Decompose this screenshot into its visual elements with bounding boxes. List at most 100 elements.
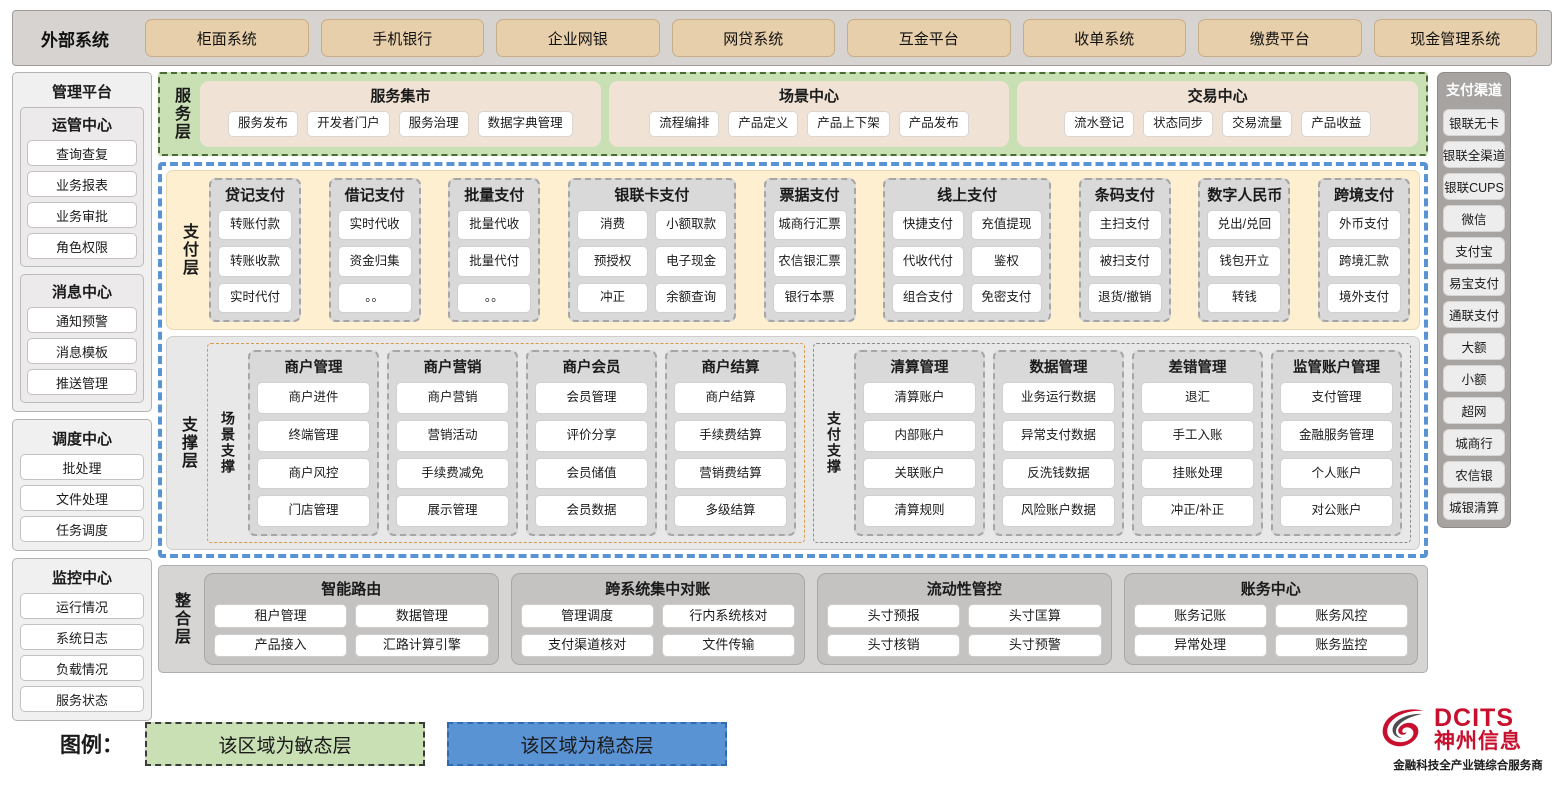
external-system-chip[interactable]: 网贷系统 [671,19,835,57]
payment-item-chip[interactable]: 转钱 [1207,282,1282,313]
support-item-chip[interactable]: 退汇 [1141,382,1254,414]
external-system-chip[interactable]: 收单系统 [1022,19,1186,57]
support-item-chip[interactable]: 支付管理 [1280,382,1393,414]
support-item-chip[interactable]: 金融服务管理 [1280,419,1393,452]
left-leaf-item[interactable]: 运行情况 [20,593,144,619]
payment-item-chip[interactable]: 跨境汇款 [1327,246,1401,277]
payment-item-chip[interactable]: 兑出/兑回 [1207,210,1282,241]
payment-item-chip[interactable]: 农信银汇票 [772,246,847,277]
payment-item-chip[interactable]: 快捷支付 [892,210,964,241]
integration-item-chip[interactable]: 账务记账 [1133,604,1267,628]
payment-item-chip[interactable]: 小额取款 [655,210,727,241]
support-item-chip[interactable]: 展示管理 [396,495,509,527]
left-leaf-item[interactable]: 批处理 [20,454,144,480]
payment-item-chip[interactable]: 银行本票 [772,282,847,313]
left-leaf-item[interactable]: 系统日志 [20,624,144,650]
service-item-chip[interactable]: 数据字典管理 [477,111,573,137]
support-item-chip[interactable]: 清算账户 [863,382,976,414]
service-item-chip[interactable]: 服务发布 [228,111,299,137]
payment-item-chip[interactable]: 资金归集 [337,246,412,277]
left-leaf-item[interactable]: 消息模板 [27,338,137,364]
external-system-chip[interactable]: 企业网银 [496,19,660,57]
left-leaf-item[interactable]: 服务状态 [20,686,144,712]
support-item-chip[interactable]: 营销费结算 [674,457,787,490]
support-item-chip[interactable]: 门店管理 [257,495,370,527]
support-item-chip[interactable]: 关联账户 [863,457,976,490]
payment-item-chip[interactable]: 被扫支付 [1087,246,1162,277]
integration-item-chip[interactable]: 账务风控 [1274,604,1408,628]
support-item-chip[interactable]: 反洗钱数据 [1002,457,1115,490]
integration-item-chip[interactable]: 账务监控 [1274,633,1408,657]
support-item-chip[interactable]: 会员数据 [535,495,648,527]
service-item-chip[interactable]: 开发者门户 [307,111,390,137]
service-item-chip[interactable]: 产品发布 [898,111,969,137]
payment-channel-chip[interactable]: 微信 [1443,205,1505,232]
integration-item-chip[interactable]: 租户管理 [214,604,348,628]
payment-item-chip[interactable]: 退货/撤销 [1087,282,1162,313]
left-leaf-item[interactable]: 业务审批 [27,202,137,228]
left-leaf-item[interactable]: 文件处理 [20,485,144,511]
integration-item-chip[interactable]: 头寸预警 [968,633,1102,657]
integration-item-chip[interactable]: 头寸匡算 [968,604,1102,628]
service-item-chip[interactable]: 服务治理 [398,111,469,137]
payment-item-chip[interactable]: 境外支付 [1327,282,1401,313]
support-item-chip[interactable]: 手工入账 [1141,419,1254,452]
support-item-chip[interactable]: 内部账户 [863,419,976,452]
service-item-chip[interactable]: 产品上下架 [807,111,890,137]
payment-item-chip[interactable]: 。。 [457,282,532,313]
support-item-chip[interactable]: 评价分享 [535,419,648,452]
support-item-chip[interactable]: 挂账处理 [1141,457,1254,490]
support-item-chip[interactable]: 风险账户数据 [1002,495,1115,527]
payment-item-chip[interactable]: 充值提现 [970,210,1043,241]
left-leaf-item[interactable]: 负载情况 [20,655,144,681]
payment-item-chip[interactable]: 主扫支付 [1087,210,1162,241]
integration-item-chip[interactable]: 文件传输 [661,633,795,657]
payment-item-chip[interactable]: 消费 [576,210,649,241]
support-item-chip[interactable]: 对公账户 [1280,495,1393,527]
payment-item-chip[interactable]: 电子现金 [655,246,727,277]
integration-item-chip[interactable]: 支付渠道核对 [520,633,654,657]
support-item-chip[interactable]: 会员管理 [535,382,648,414]
integration-item-chip[interactable]: 汇路计算引擎 [355,633,489,657]
support-item-chip[interactable]: 业务运行数据 [1002,382,1115,414]
payment-channel-chip[interactable]: 超网 [1443,397,1505,424]
left-leaf-item[interactable]: 通知预警 [27,307,137,333]
left-leaf-item[interactable]: 查询查复 [27,140,137,166]
left-leaf-item[interactable]: 任务调度 [20,516,144,542]
payment-channel-chip[interactable]: 小额 [1443,365,1505,392]
integration-item-chip[interactable]: 数据管理 [355,604,489,628]
payment-item-chip[interactable]: 实时代付 [218,282,292,313]
external-system-chip[interactable]: 互金平台 [847,19,1011,57]
support-item-chip[interactable]: 个人账户 [1280,457,1393,490]
support-item-chip[interactable]: 手续费结算 [674,419,787,452]
service-item-chip[interactable]: 流水登记 [1064,111,1135,137]
payment-channel-chip[interactable]: 城银清算 [1443,493,1505,520]
payment-item-chip[interactable]: 批量代收 [457,210,532,241]
external-system-chip[interactable]: 柜面系统 [145,19,309,57]
integration-item-chip[interactable]: 产品接入 [214,633,348,657]
service-item-chip[interactable]: 状态同步 [1143,111,1214,137]
payment-item-chip[interactable]: 代收代付 [892,246,964,277]
service-item-chip[interactable]: 交易流量 [1222,111,1293,137]
payment-item-chip[interactable]: 实时代收 [337,210,412,241]
integration-item-chip[interactable]: 头寸核销 [827,633,961,657]
external-system-chip[interactable]: 缴费平台 [1198,19,1362,57]
support-item-chip[interactable]: 营销活动 [396,419,509,452]
support-item-chip[interactable]: 终端管理 [257,419,370,452]
service-item-chip[interactable]: 产品收益 [1301,111,1372,137]
payment-channel-chip[interactable]: 支付宝 [1443,237,1505,264]
service-item-chip[interactable]: 流程编排 [649,111,720,137]
payment-channel-chip[interactable]: 大额 [1443,333,1505,360]
service-item-chip[interactable]: 产品定义 [728,111,799,137]
integration-item-chip[interactable]: 管理调度 [520,604,654,628]
left-leaf-item[interactable]: 推送管理 [27,369,137,395]
support-item-chip[interactable]: 商户进件 [257,382,370,414]
support-item-chip[interactable]: 多级结算 [674,495,787,527]
payment-channel-chip[interactable]: 银联无卡 [1443,109,1505,136]
payment-item-chip[interactable]: 。。 [337,282,412,313]
payment-item-chip[interactable]: 城商行汇票 [772,210,847,241]
payment-channel-chip[interactable]: 银联全渠道 [1443,141,1505,168]
payment-channel-chip[interactable]: 银联CUPS [1443,173,1505,200]
payment-channel-chip[interactable]: 易宝支付 [1443,269,1505,296]
support-item-chip[interactable]: 异常支付数据 [1002,419,1115,452]
